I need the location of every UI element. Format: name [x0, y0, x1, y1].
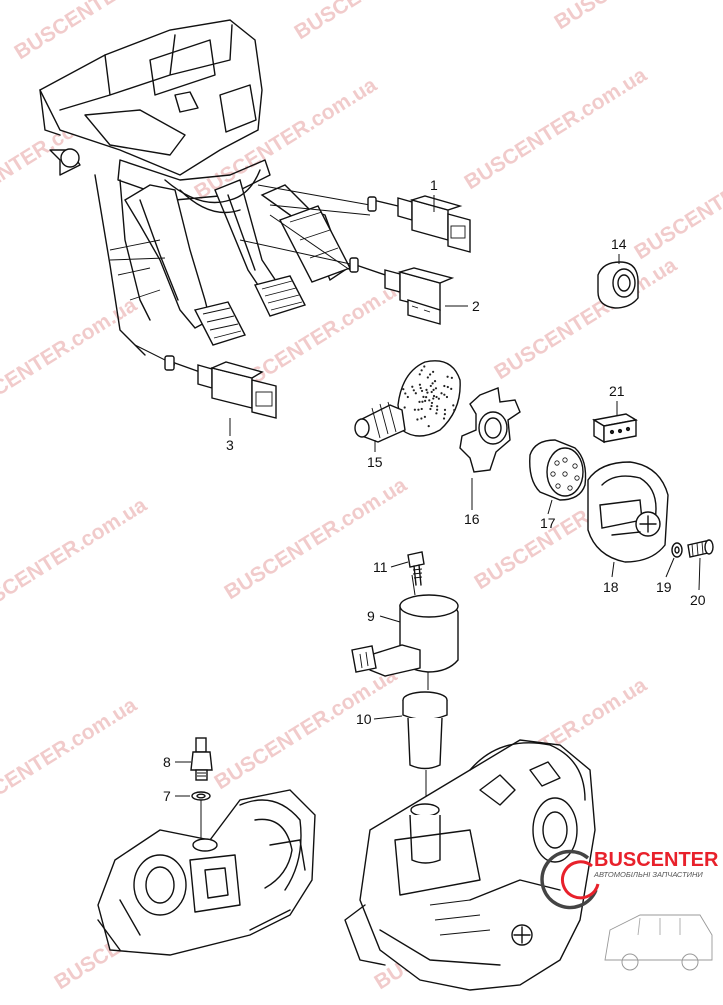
part-10-guide-sleeve [402, 691, 448, 770]
part-11-bolt [407, 551, 425, 586]
logo-title: BUSCENTER [594, 849, 719, 871]
watermark-text: BUSCENTER.com.ua [630, 133, 723, 264]
callout-7: 7 [163, 788, 171, 804]
watermark-text: BUSCENTER.com.ua [220, 473, 411, 604]
callout-3: 3 [226, 437, 234, 453]
watermark-text: BUSCENTER.com.ua [0, 293, 141, 424]
callout-15: 15 [367, 454, 383, 470]
part-19-washer [671, 542, 683, 558]
callout-16: 16 [464, 511, 480, 527]
part-2-switch [349, 257, 455, 325]
watermark-text: BUSCENTER.com.ua [290, 0, 481, 44]
part-9-solenoid [351, 594, 459, 677]
part-3-clutch-switch [164, 355, 277, 419]
watermark-text: BUSCENTER.com.ua [0, 493, 151, 624]
gearbox-housing-left [97, 789, 316, 956]
pedal-box-assembly [39, 19, 351, 356]
buscenter-logo: BUSCENTER АВТОМОБІЛЬНІ ЗАПЧАСТИНИ [540, 849, 719, 971]
callout-14: 14 [611, 236, 627, 252]
callout-1: 1 [430, 177, 438, 193]
part-14-sleeve [597, 261, 639, 309]
part-7-seal-ring [191, 791, 211, 801]
callout-9: 9 [367, 608, 375, 624]
callout-20: 20 [690, 592, 706, 608]
part-18-connector-housing [587, 461, 669, 563]
watermark-text: BUSCENTER.com.ua [490, 253, 681, 384]
callout-18: 18 [603, 579, 619, 595]
watermark-text: BUSCENTER.com.ua [0, 693, 141, 824]
part-1-brake-light-switch [367, 195, 471, 253]
watermark-text: BUSCENTER.com.ua [210, 663, 401, 794]
callout-10: 10 [356, 711, 372, 727]
callout-21: 21 [609, 383, 625, 399]
part-20-screw [687, 539, 714, 558]
part-21-pin-block [592, 413, 638, 444]
part-8-pressure-sender [190, 737, 213, 781]
callout-17: 17 [540, 515, 556, 531]
part-15-sender-with-gasket [354, 360, 461, 443]
gearbox-housing-right [344, 739, 596, 991]
part-16-bracket [459, 387, 521, 473]
callout-8: 8 [163, 754, 171, 770]
callout-labels: 1 2 3 7 8 9 10 11 14 15 16 17 18 19 20 2… [163, 177, 706, 804]
callout-19: 19 [656, 579, 672, 595]
watermark-text: BUSCENTER.com.ua [550, 0, 723, 34]
callout-2: 2 [472, 298, 480, 314]
watermark-text: BUSCENTER.com.ua [460, 63, 651, 194]
logo-tagline: АВТОМОБІЛЬНІ ЗАПЧАСТИНИ [593, 870, 703, 879]
callout-11: 11 [373, 559, 388, 575]
part-17-connector [529, 439, 587, 501]
